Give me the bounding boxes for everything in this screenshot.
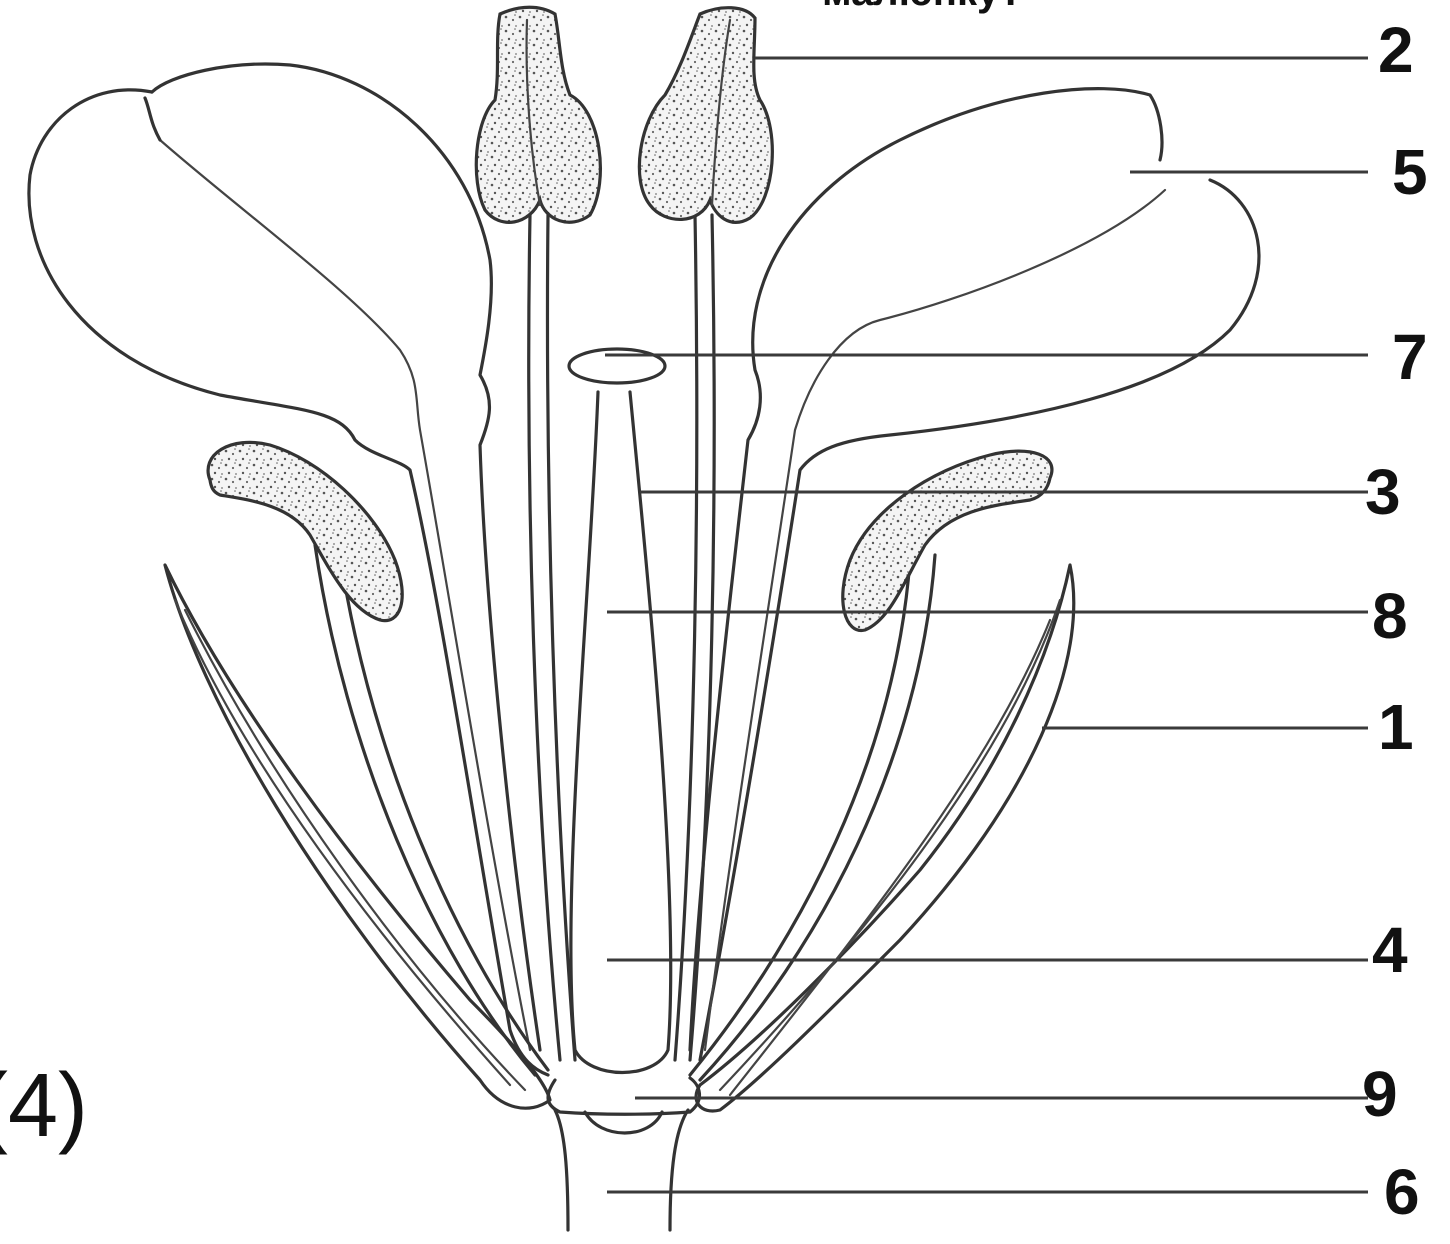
stamen-long-left bbox=[476, 7, 600, 1060]
anther-short-left bbox=[208, 442, 402, 620]
anther-short-right bbox=[843, 451, 1052, 630]
label-2: 2 bbox=[1378, 18, 1414, 82]
question-heading-fragment: малюнку? bbox=[822, 0, 1024, 15]
question-marker: (4) bbox=[0, 1055, 88, 1158]
pistil bbox=[569, 349, 671, 1073]
label-8: 8 bbox=[1372, 584, 1408, 648]
petal-left bbox=[29, 64, 548, 1075]
label-7: 7 bbox=[1392, 325, 1428, 389]
label-6: 6 bbox=[1384, 1160, 1420, 1224]
label-4: 4 bbox=[1372, 918, 1408, 982]
receptacle bbox=[548, 1078, 699, 1133]
label-1: 1 bbox=[1378, 695, 1414, 759]
anther-right bbox=[639, 8, 772, 223]
sepal-right bbox=[696, 565, 1074, 1111]
label-5: 5 bbox=[1392, 140, 1428, 204]
petal-right bbox=[690, 89, 1259, 1060]
stamen-long-right bbox=[639, 8, 772, 1060]
pedicel bbox=[555, 1110, 688, 1230]
label-9: 9 bbox=[1362, 1062, 1398, 1126]
label-3: 3 bbox=[1365, 460, 1401, 524]
